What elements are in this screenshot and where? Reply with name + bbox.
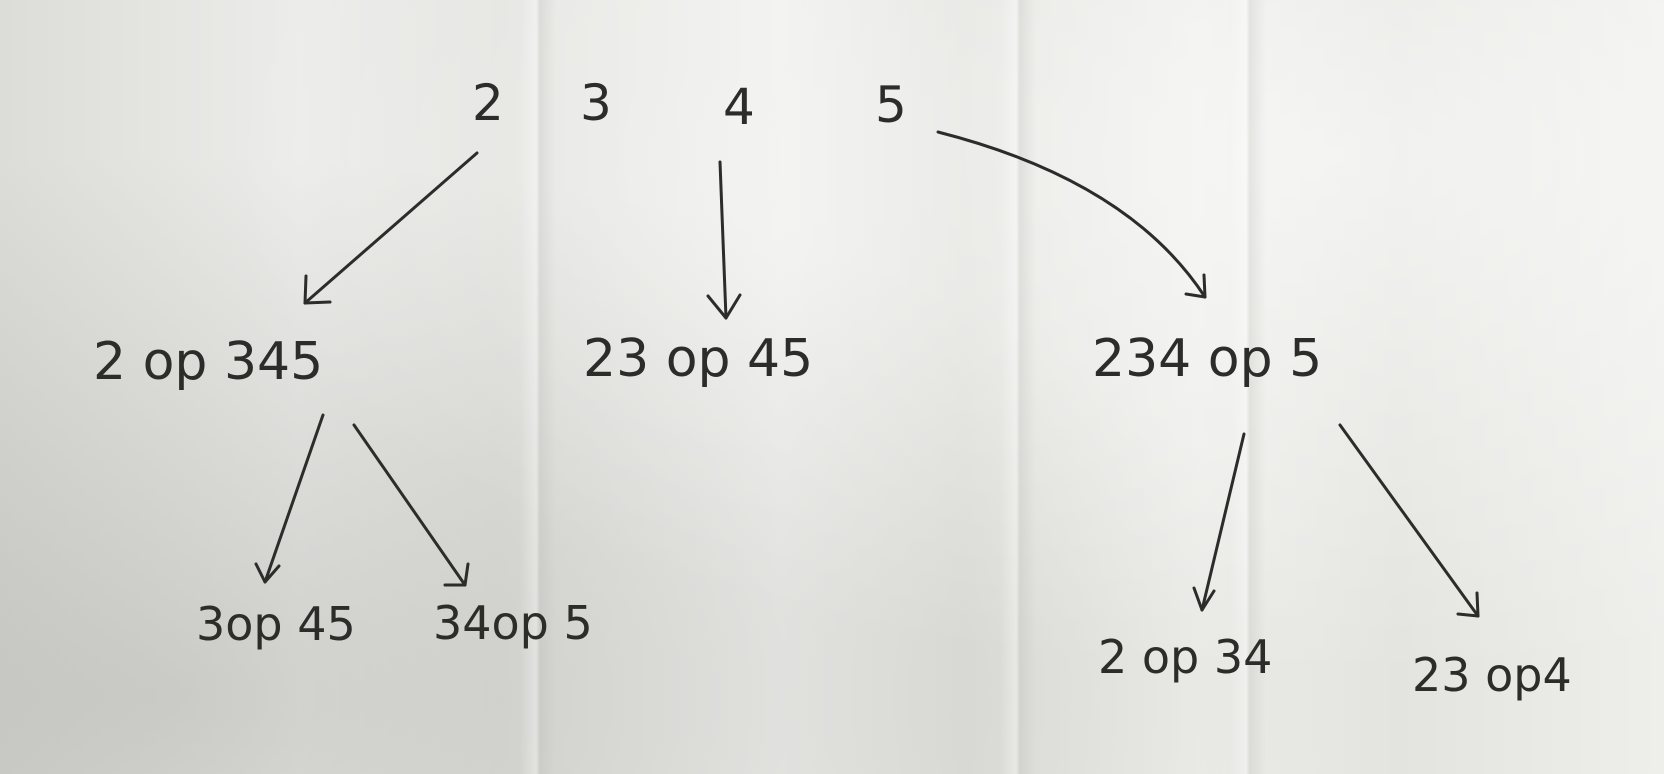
split-node-right: 234 op 5	[1092, 329, 1323, 389]
arrow-right-to-bottom-4	[1338, 423, 1480, 618]
subsplit-node-3: 2 op 34	[1098, 630, 1273, 684]
arrow-right-to-bottom-3	[1200, 432, 1246, 612]
arrowhead-bottom-3	[1192, 586, 1216, 612]
arrowhead-bottom-2	[443, 562, 470, 587]
arrow-top-to-center	[718, 160, 728, 320]
paper-crease	[520, 0, 556, 774]
arrowhead-center	[706, 293, 742, 320]
top-number-2: 2	[472, 74, 504, 132]
paper-crease	[1000, 0, 1036, 774]
subsplit-node-4: 23 op4	[1412, 648, 1572, 702]
arrowhead-bottom-4	[1456, 591, 1480, 618]
arrow-top-to-right	[936, 130, 1207, 299]
arrow-left-to-bottom-2	[352, 423, 467, 587]
top-number-4: 4	[723, 78, 755, 136]
split-node-left: 2 op 345	[93, 332, 324, 392]
paper-crease	[1230, 0, 1266, 774]
subsplit-node-1: 3op 45	[196, 597, 356, 651]
arrow-left-to-bottom-1	[263, 413, 325, 584]
top-number-5: 5	[875, 76, 907, 134]
split-node-center: 23 op 45	[583, 329, 814, 389]
arrowhead-right	[1184, 273, 1207, 299]
subsplit-node-2: 34op 5	[433, 596, 593, 650]
arrowhead-bottom-1	[254, 562, 281, 584]
top-number-3: 3	[580, 74, 612, 132]
arrowhead-left	[303, 274, 332, 305]
arrow-top-to-left	[303, 151, 479, 305]
